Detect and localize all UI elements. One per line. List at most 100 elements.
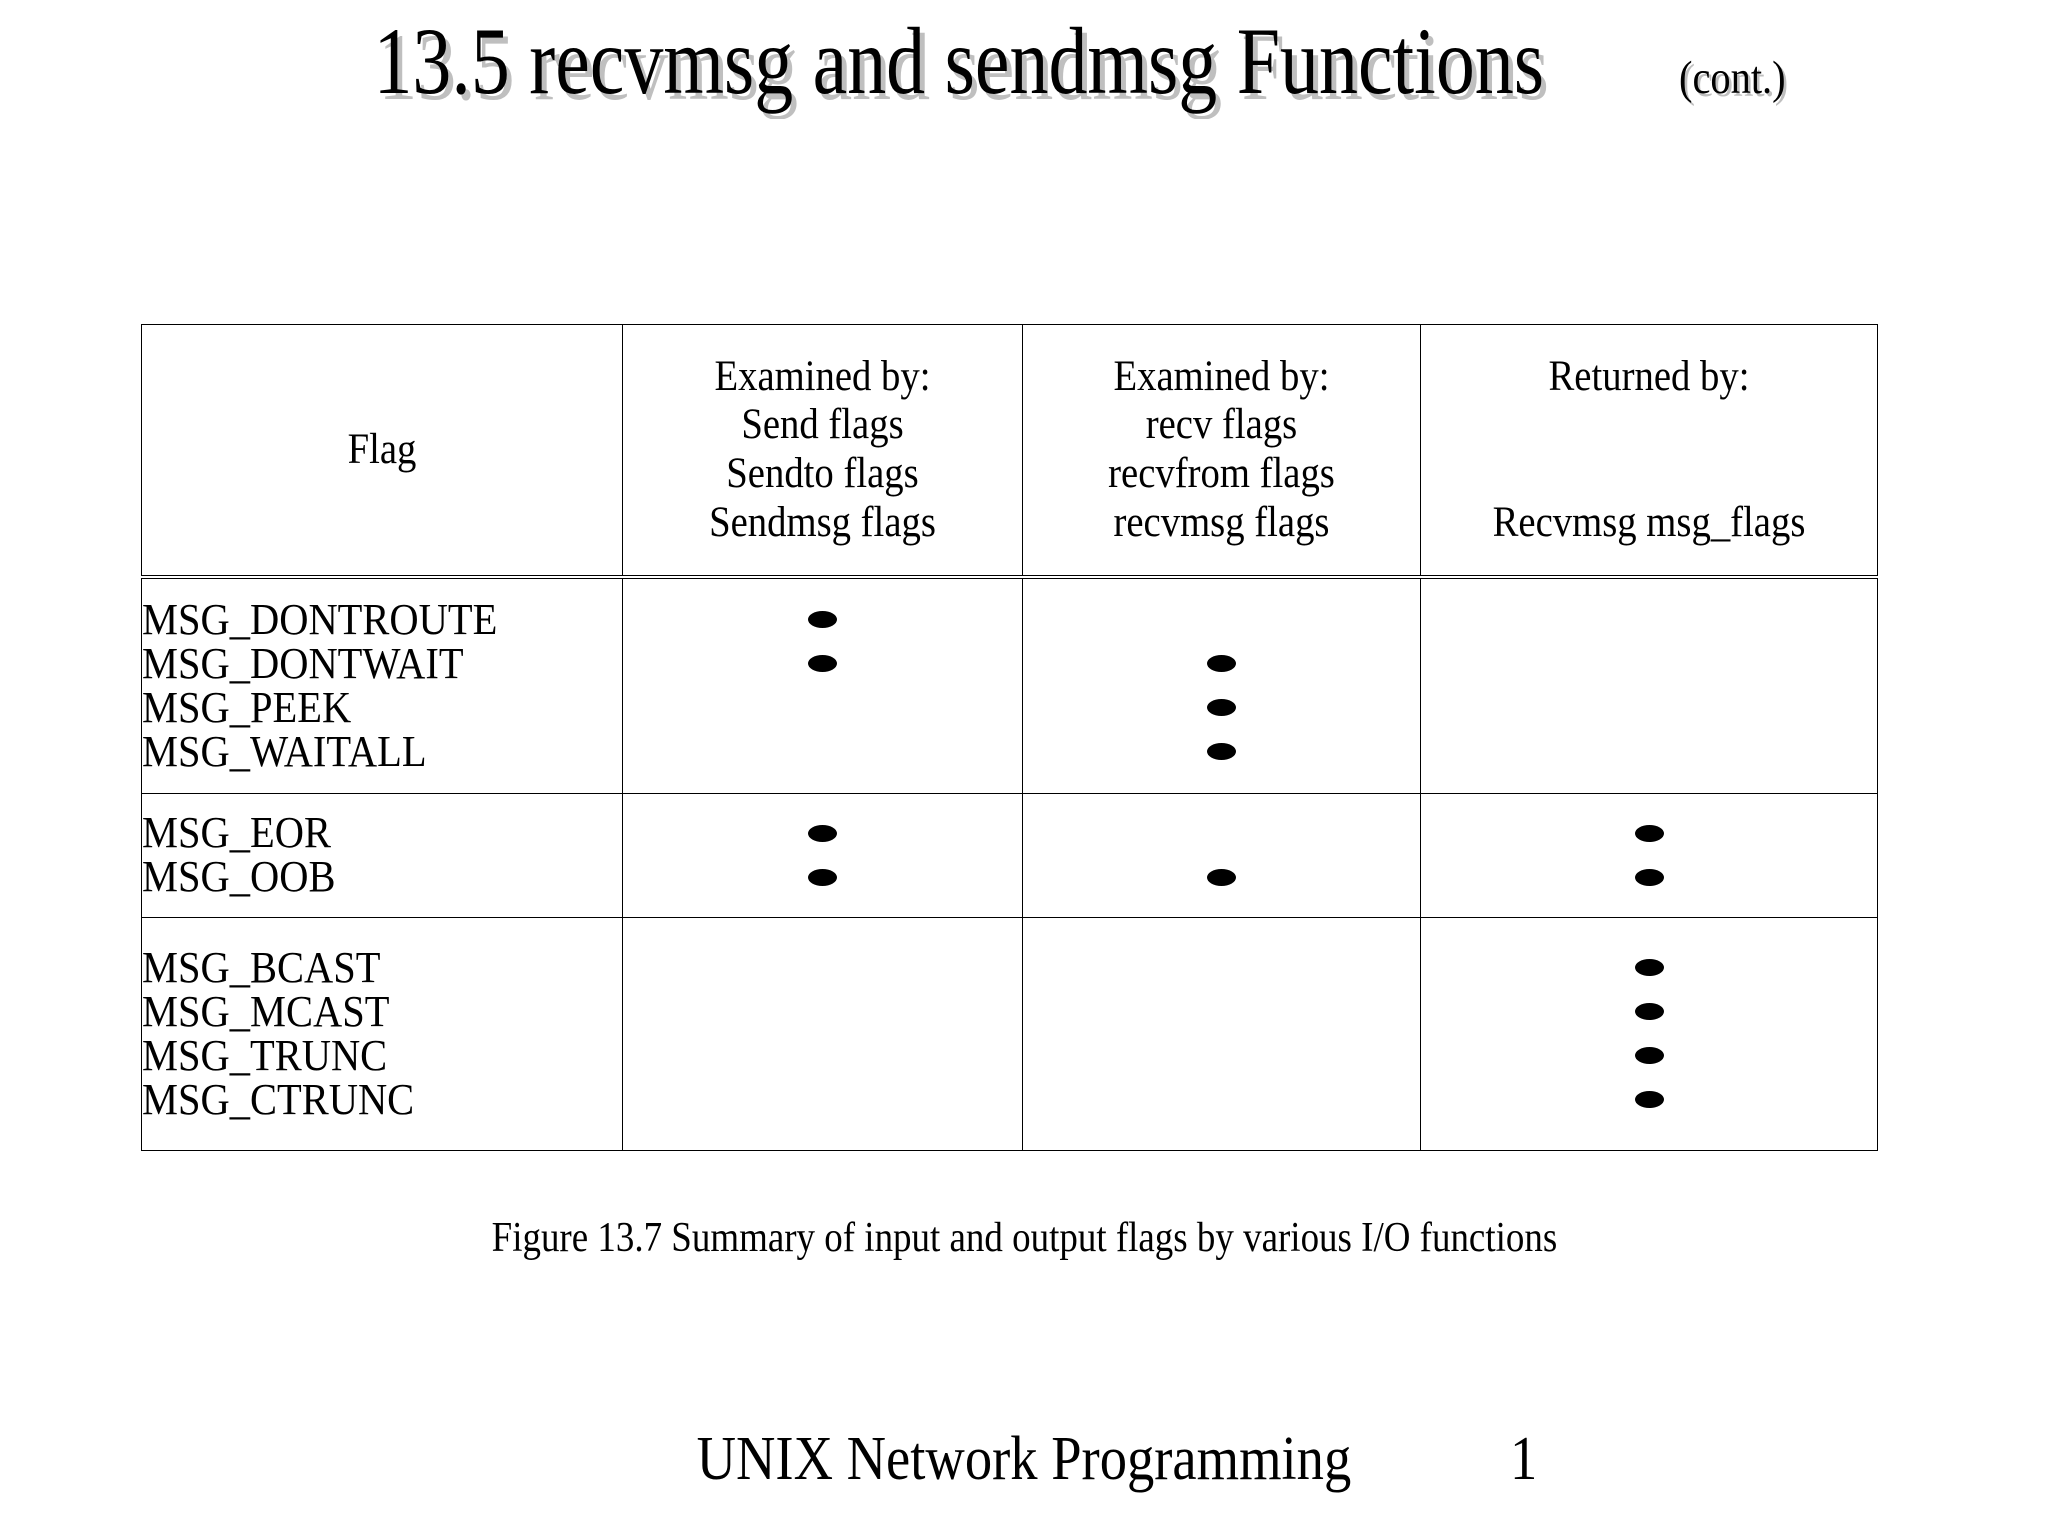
column-header-flag-label: Flag — [347, 426, 417, 474]
bullet-mark-icon — [1207, 743, 1236, 761]
flag-name: MSG_WAITALL — [142, 726, 427, 776]
mark-slot — [1421, 1034, 1877, 1078]
mark-slot — [1421, 990, 1877, 1034]
column-header-recv-flags: Examined by: recv flags recvfrom flags r… — [1022, 324, 1421, 579]
mark-slot — [1023, 730, 1420, 774]
marks-cell-send-flags — [622, 576, 1023, 794]
marks-cell-send-flags — [622, 792, 1023, 918]
table-header-row: Flag Examined by: Send flags Sendto flag… — [141, 324, 1878, 579]
page-number: 1 — [1510, 1425, 1538, 1493]
column-header-send-line-1: Examined by: — [714, 352, 931, 400]
column-header-recv-line-3: recvfrom flags — [1108, 450, 1335, 497]
flag-name: MSG_DONTWAIT — [142, 638, 464, 688]
bullet-mark-empty — [808, 1003, 837, 1020]
slide-footer: UNIX Network Programming — [0, 1424, 2048, 1495]
marks-cell-send-flags — [622, 916, 1023, 1151]
bullet-mark-icon — [1634, 1091, 1664, 1108]
flags-table: Flag Examined by: Send flags Sendto flag… — [141, 324, 1878, 1151]
mark-slot — [1023, 642, 1420, 686]
bullet-mark-icon — [808, 655, 837, 673]
flag-name: MSG_TRUNC — [142, 1030, 388, 1080]
page-title-main: 13.5 recvmsg and sendmsg Functions — [373, 8, 1545, 114]
bullet-mark-icon — [1634, 1003, 1664, 1020]
bullet-mark-empty — [1635, 655, 1664, 672]
mark-slot — [623, 642, 1022, 686]
mark-slot — [623, 811, 1022, 855]
flag-name: MSG_EOR — [142, 808, 331, 857]
figure-caption-text: Figure 13.7 Summary of input and output … — [491, 1215, 1557, 1261]
mark-slot — [623, 598, 1022, 642]
mark-slot — [1421, 686, 1877, 730]
bullet-mark-empty — [808, 959, 837, 976]
bullet-mark-empty — [1207, 611, 1236, 628]
flag-name: MSG_OOB — [142, 852, 336, 901]
marks-cell-returned-by — [1420, 916, 1878, 1151]
mark-slot — [1023, 946, 1420, 990]
mark-slot — [1023, 1034, 1420, 1078]
mark-slot — [1421, 598, 1877, 642]
column-header-recv-line-1: Examined by: — [1113, 352, 1330, 400]
flag-name: MSG_MCAST — [142, 986, 390, 1036]
page-title: 13.5 recvmsg and sendmsg Functions(cont.… — [0, 14, 2048, 109]
marks-cell-recv-flags — [1022, 792, 1421, 918]
mark-slot — [623, 686, 1022, 730]
bullet-mark-empty — [808, 743, 837, 760]
mark-slot — [623, 730, 1022, 774]
column-header-returned-line-2 — [1444, 401, 1854, 450]
marks-cell-returned-by — [1420, 792, 1878, 918]
bullet-mark-icon — [1207, 655, 1236, 673]
bullet-mark-empty — [1635, 699, 1664, 716]
mark-slot — [1421, 855, 1877, 899]
bullet-mark-empty — [1207, 1091, 1236, 1108]
mark-slot — [623, 1034, 1022, 1078]
marks-cell-recv-flags — [1022, 576, 1421, 794]
mark-slot — [1023, 598, 1420, 642]
column-header-returned-by: Returned by: Recvmsg msg_flags — [1420, 324, 1878, 579]
bullet-mark-icon — [808, 611, 837, 629]
column-header-returned-line-4: Recvmsg msg_flags — [1492, 498, 1806, 546]
mark-slot — [623, 946, 1022, 990]
bullet-mark-icon — [808, 868, 837, 886]
mark-slot — [1421, 811, 1877, 855]
mark-slot — [623, 990, 1022, 1034]
column-header-returned-line-1: Returned by: — [1548, 352, 1750, 400]
flag-name: MSG_DONTROUTE — [142, 594, 498, 644]
bullet-mark-icon — [1634, 824, 1664, 842]
column-header-flag: Flag — [141, 324, 623, 579]
bullet-mark-icon — [1634, 959, 1664, 976]
mark-slot — [1421, 946, 1877, 990]
flag-name: MSG_PEEK — [142, 682, 352, 732]
mark-slot — [1023, 1078, 1420, 1122]
mark-slot — [1421, 642, 1877, 686]
flag-name: MSG_BCAST — [142, 942, 381, 992]
mark-slot — [1023, 686, 1420, 730]
bullet-mark-icon — [1634, 1047, 1664, 1064]
bullet-mark-empty — [1635, 743, 1664, 760]
table-header: Flag Examined by: Send flags Sendto flag… — [141, 324, 1878, 579]
page-title-continued: (cont.) — [1678, 52, 1786, 104]
mark-slot — [623, 855, 1022, 899]
column-header-send-line-3: Sendto flags — [726, 450, 919, 497]
slide-footer-text: UNIX Network Programming — [696, 1425, 1352, 1493]
marks-cell-returned-by — [1420, 576, 1878, 794]
figure-caption: Figure 13.7 Summary of input and output … — [0, 1214, 2048, 1262]
column-header-recv-line-4: recvmsg flags — [1113, 498, 1330, 546]
mark-slot — [1023, 855, 1420, 899]
column-header-send-flags: Examined by: Send flags Sendto flags Sen… — [622, 324, 1023, 579]
bullet-mark-empty — [1207, 1003, 1236, 1020]
bullet-mark-empty — [1207, 959, 1236, 976]
marks-cell-recv-flags — [1022, 916, 1421, 1151]
bullet-mark-empty — [1635, 611, 1664, 628]
column-header-send-line-2: Send flags — [741, 401, 904, 449]
bullet-mark-empty — [1207, 825, 1236, 842]
column-header-send-line-4: Sendmsg flags — [709, 498, 936, 546]
mark-slot — [1023, 811, 1420, 855]
bullet-mark-empty — [808, 1047, 837, 1064]
bullet-mark-icon — [1634, 868, 1664, 886]
mark-slot — [623, 1078, 1022, 1122]
